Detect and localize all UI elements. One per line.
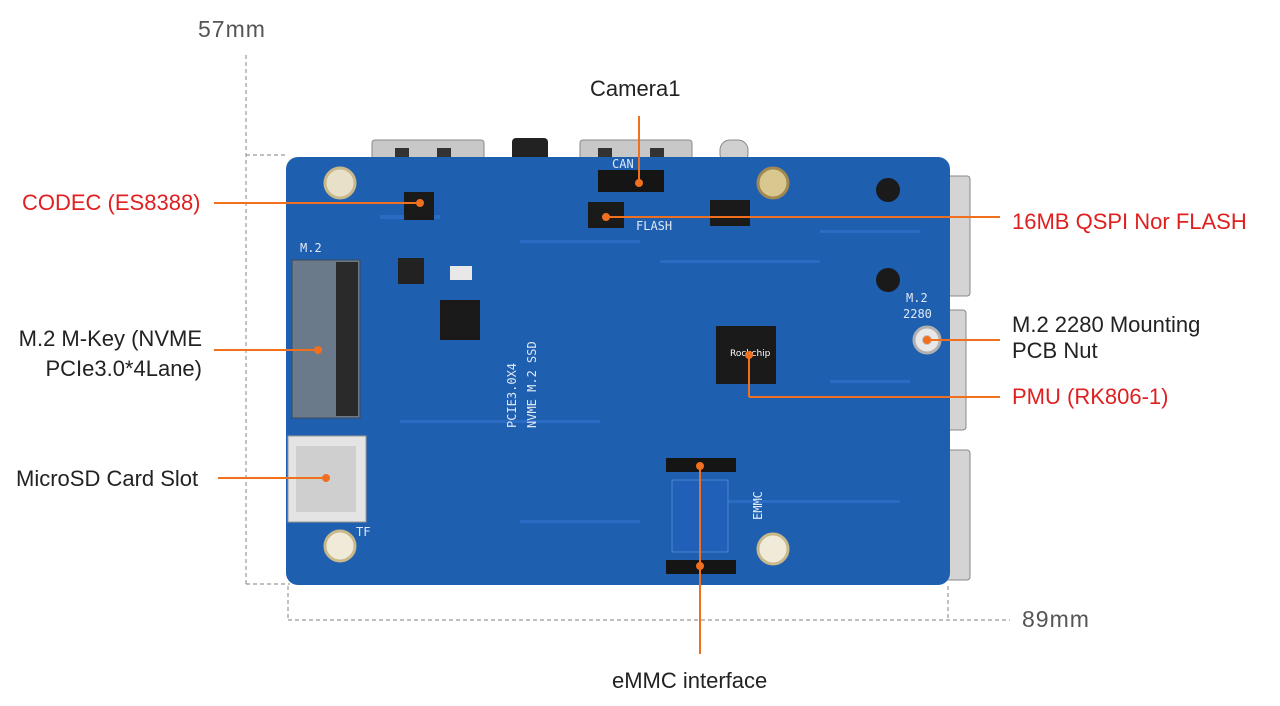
height-dimension: 57mm [198,16,266,42]
camera-label: Camera1 [590,76,681,101]
silk-emmc: EMMC [751,491,765,520]
silkscreen: M.2 M.2 2280 FLASH CAN TF PCIE3.0X4 NVME… [300,157,932,539]
pcb-board [286,157,950,585]
silk-can: CAN [612,157,634,171]
silk-pcie: PCIE3.0X4 [505,363,519,428]
silk-m2-2280-b: 2280 [903,307,932,321]
silk-m2: M.2 [300,241,322,255]
leader-lines [214,116,1000,654]
chips [398,170,776,574]
m2-label-line1: M.2 M-Key (NVME [18,326,202,351]
silk-m2-2280-a: M.2 [906,291,928,305]
pmu-label: PMU (RK806-1) [1012,384,1169,409]
flash-label: 16MB QSPI Nor FLASH [1012,209,1247,234]
silk-nvme: NVME M.2 SSD [525,341,539,428]
silk-tf: TF [356,525,370,539]
emmc-label: eMMC interface [612,668,768,693]
m2-label-line2: PCIe3.0*4Lane) [45,356,202,381]
width-dimension: 89mm [1022,606,1090,632]
codec-label: CODEC (ES8388) [22,190,201,215]
m2-slot [291,259,361,419]
silk-flash: FLASH [636,219,672,233]
nut-label-line1: M.2 2280 Mounting [1012,312,1201,337]
microsd-label: MicroSD Card Slot [16,466,199,491]
dimension-lines [245,55,1010,621]
nut-label-line2: PCB Nut [1012,338,1098,363]
